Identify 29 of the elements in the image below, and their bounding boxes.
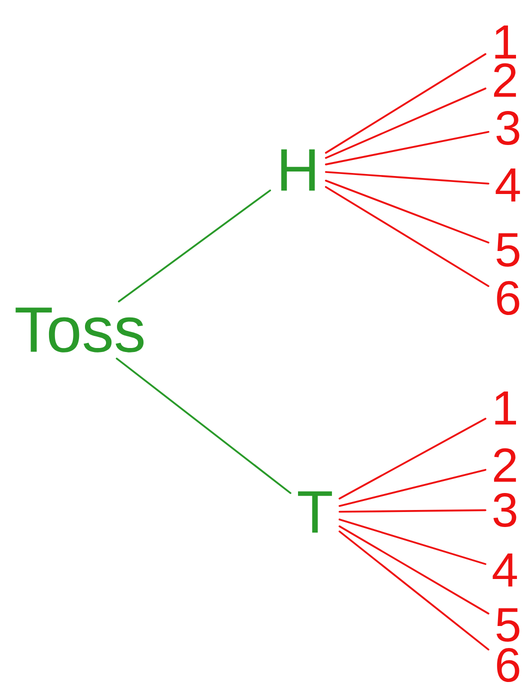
tree-label: 1: [495, 391, 516, 425]
branch-line: [324, 186, 490, 287]
branch-line: [338, 468, 486, 507]
tree-label: 1: [495, 26, 516, 59]
tree-label: H: [281, 149, 315, 191]
branch-line: [324, 131, 490, 166]
branch-line: [324, 180, 490, 244]
tree-label: 6: [497, 648, 520, 682]
tree-label: 3: [493, 493, 516, 527]
branch-line: [324, 53, 486, 154]
tree-label: 4: [496, 168, 520, 202]
tree-label: 6: [497, 281, 520, 315]
tree-label: 5: [496, 608, 520, 642]
tree-label: Toss: [16, 308, 144, 352]
branch-line: [338, 530, 490, 650]
branch-line: [338, 525, 490, 614]
branch-line: [338, 509, 486, 513]
tree-label: 3: [496, 111, 520, 145]
branch-line: [118, 190, 272, 302]
branch-line: [324, 171, 490, 185]
tree-label: 2: [494, 448, 516, 482]
branch-line: [338, 418, 486, 500]
tree-label: 2: [494, 63, 516, 97]
branch-line: [116, 358, 292, 494]
tree-label: 4: [492, 553, 517, 586]
tree-label: 5: [496, 233, 520, 267]
tree-label: T: [298, 491, 332, 533]
branch-line: [338, 518, 486, 565]
branch-line: [324, 88, 486, 159]
